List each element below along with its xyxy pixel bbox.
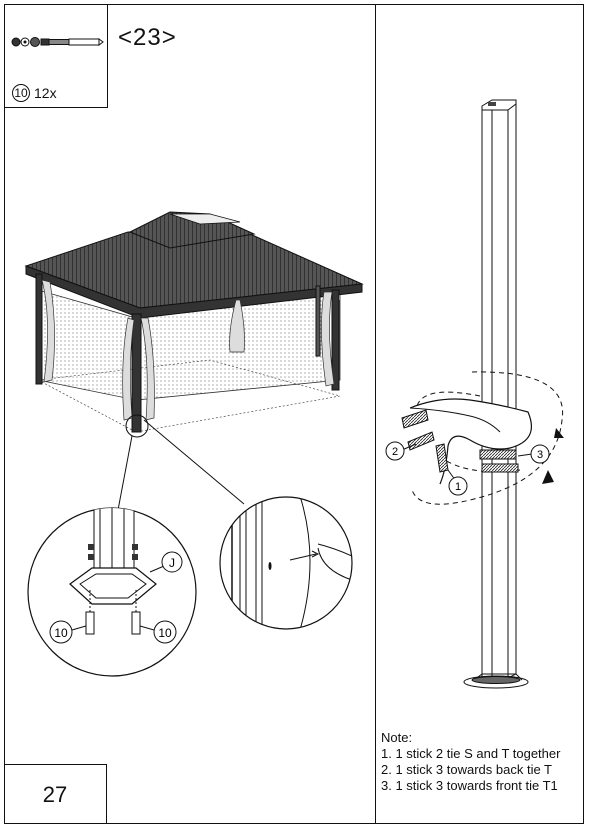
step-number: <23> bbox=[118, 24, 177, 51]
page-number-box: 27 bbox=[4, 764, 107, 824]
hardware-quantity: 12x bbox=[34, 85, 57, 101]
note-item-2: 2. 1 stick 3 towards back tie T bbox=[381, 762, 552, 777]
post-base-detail: J 10 10 bbox=[27, 507, 197, 677]
callout-tie-1: 1 bbox=[455, 481, 461, 493]
tie-back-illustration: 2 1 3 bbox=[385, 371, 564, 505]
bolt-set-icon bbox=[11, 37, 104, 47]
curtain-tie-detail bbox=[219, 496, 353, 630]
callout-10-left: 10 bbox=[54, 626, 68, 640]
hardware-box: 10 12x bbox=[4, 4, 108, 108]
gazebo-illustration bbox=[24, 211, 364, 438]
column-divider bbox=[375, 4, 376, 824]
callout-tie-2: 2 bbox=[392, 446, 398, 458]
hardware-label: 10 12x bbox=[12, 84, 57, 102]
note-item-1: 1. 1 stick 2 tie S and T together bbox=[381, 746, 561, 761]
note-item-3: 3. 1 stick 3 towards front tie T1 bbox=[381, 778, 558, 793]
callout-j: J bbox=[169, 556, 175, 570]
callout-10-right: 10 bbox=[158, 626, 172, 640]
page-frame bbox=[4, 4, 584, 824]
note-block: Note: 1. 1 stick 2 tie S and T together … bbox=[381, 730, 560, 794]
callout-tie-3: 3 bbox=[537, 449, 543, 461]
hardware-part-number: 10 bbox=[12, 84, 30, 102]
note-title: Note: bbox=[381, 730, 413, 745]
page-number: 27 bbox=[42, 781, 68, 807]
tall-post-illustration bbox=[463, 99, 529, 689]
